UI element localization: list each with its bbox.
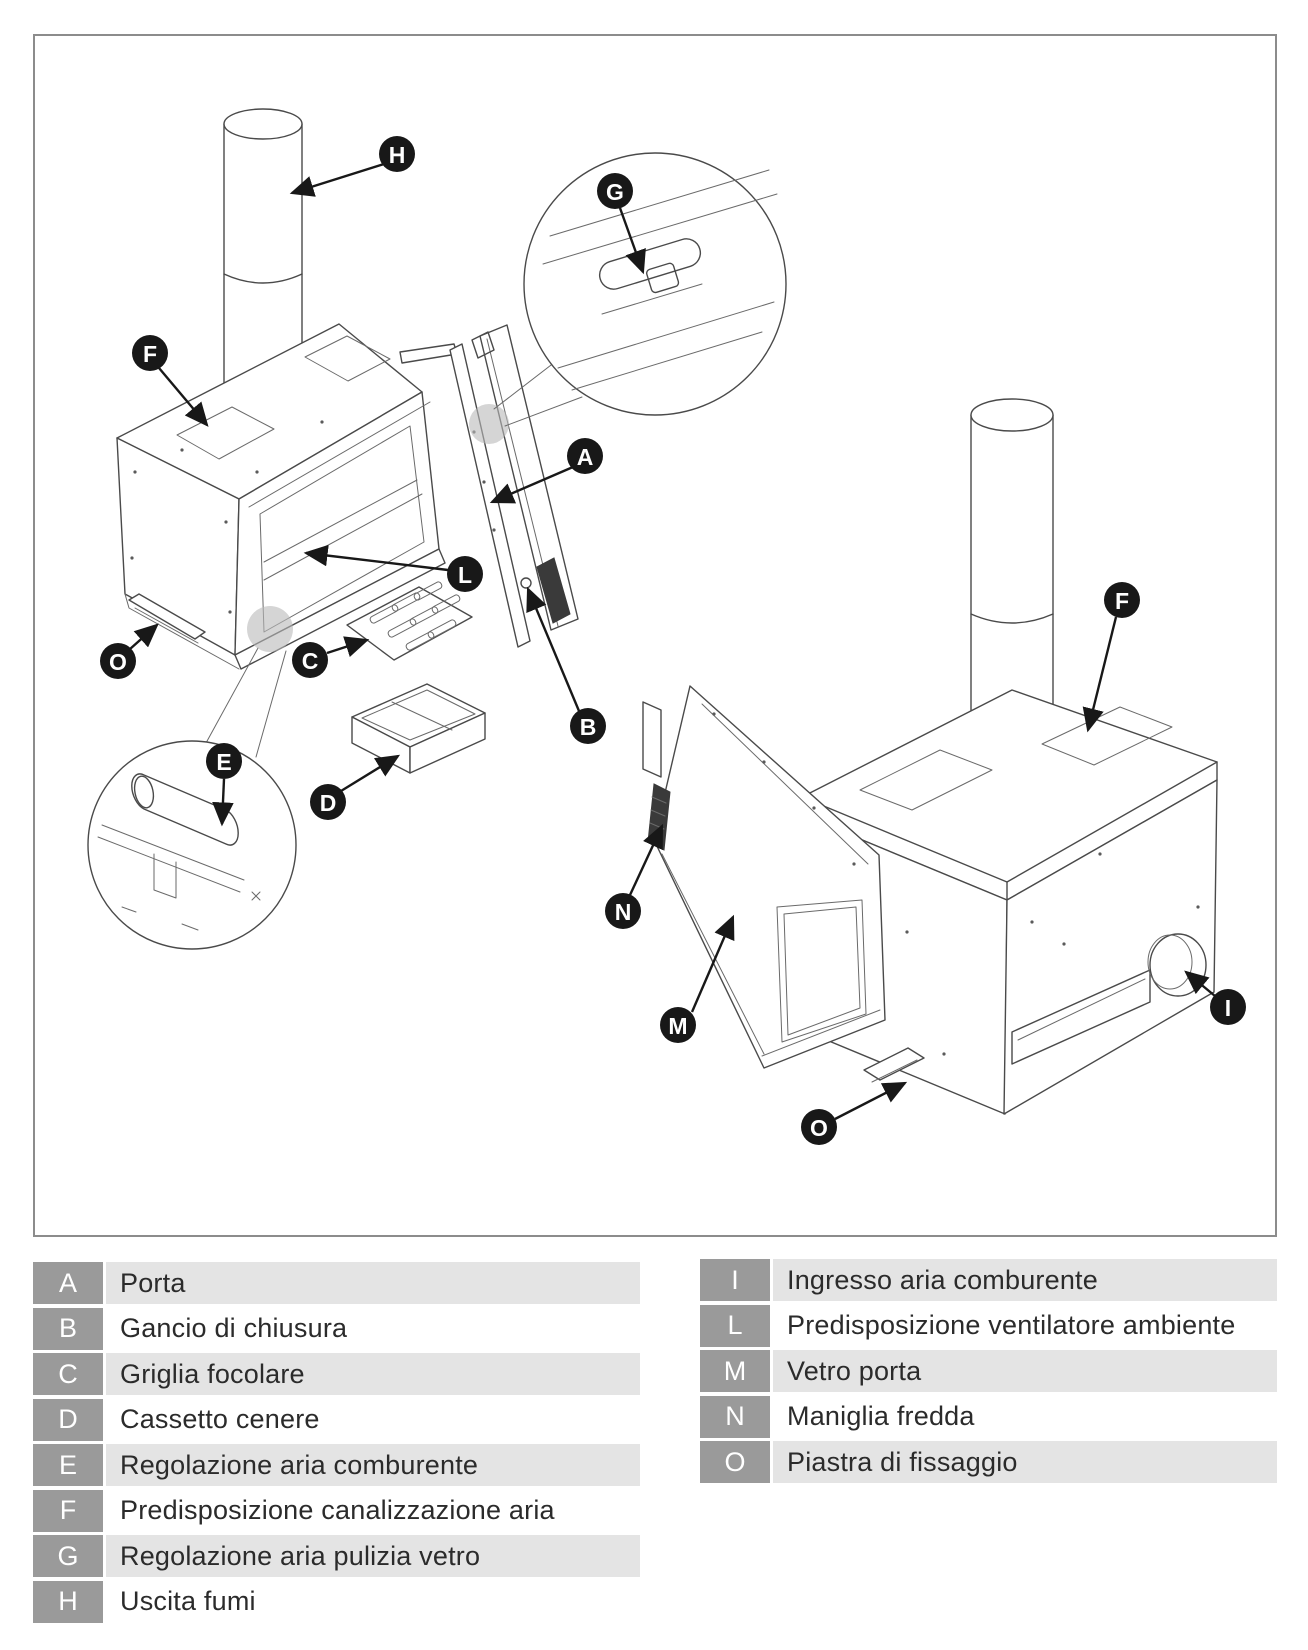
exploded-diagram: H G F A L O C [87,108,1246,1145]
legend-label: Predisposizione ventilatore ambiente [773,1304,1277,1347]
legend-row: H Uscita fumi [33,1580,640,1623]
legend-key: I [700,1259,770,1301]
legend-row: E Regolazione aria comburente [33,1444,640,1486]
open-door-right [642,685,886,1069]
callout-b: B [570,708,606,744]
legend-label: Predisposizione canalizzazione aria [106,1489,640,1532]
legend-label: Porta [106,1262,640,1304]
legend-label: Griglia focolare [106,1353,640,1395]
callout-c: C [292,642,328,678]
callout-letter: O [109,649,127,675]
callout-letter: A [577,444,594,470]
legend-key: E [33,1444,103,1486]
detail-highlight-g [469,404,509,444]
legend-key: F [33,1489,103,1532]
hearth-grate [346,581,473,661]
legend-key: O [700,1441,770,1483]
fixing-plate-left [128,593,206,644]
legend-key: G [33,1535,103,1577]
callout-letter: E [216,749,231,775]
callout-letter: G [606,179,624,205]
legend-row: D Cassetto cenere [33,1398,640,1441]
legend-label: Regolazione aria pulizia vetro [106,1535,640,1577]
right-view [642,398,1218,1115]
legend-row: C Griglia focolare [33,1353,640,1395]
callout-d: D [310,784,346,820]
callout-letter: B [580,714,597,740]
callout-letter: C [302,648,319,674]
callout-letter: D [320,790,337,816]
callout-e: E [206,743,242,779]
callout-l: L [447,556,483,592]
callout-i: I [1210,989,1246,1025]
callout-letter: M [668,1013,687,1039]
callout-n: N [605,893,641,929]
stove-body-right [799,689,1218,1115]
callout-f-left: F [132,335,168,371]
legend-label: Regolazione aria comburente [106,1444,640,1486]
legend-row: I Ingresso aria comburente [700,1259,1277,1301]
callout-g: G [597,173,633,209]
legend-row: G Regolazione aria pulizia vetro [33,1535,640,1577]
legend-row: B Gancio di chiusura [33,1307,640,1350]
legend-label: Piastra di fissaggio [773,1441,1277,1483]
legend-label: Vetro porta [773,1350,1277,1392]
legend-table-right: I Ingresso aria comburente L Predisposiz… [700,1259,1277,1487]
callout-letter: H [389,142,406,168]
left-view [87,108,787,950]
callout-o-left: O [100,643,136,679]
callout-letter: L [458,562,472,588]
diagram-frame: H G F A L O C [33,34,1277,1237]
detail-highlight-e [247,606,293,652]
legend-label: Gancio di chiusura [106,1307,640,1350]
callout-letter: F [143,341,157,367]
legend-label: Uscita fumi [106,1580,640,1623]
legend-key: H [33,1580,103,1623]
legend-key: N [700,1395,770,1438]
legend-key: D [33,1398,103,1441]
legend-row: L Predisposizione ventilatore ambiente [700,1304,1277,1347]
legend-row: F Predisposizione canalizzazione aria [33,1489,640,1532]
callout-f-right: F [1104,582,1140,618]
callout-o-right: O [801,1109,837,1145]
magnifier-air-regulation [87,647,297,950]
legend-label: Cassetto cenere [106,1398,640,1441]
callout-letter: N [615,899,632,925]
callout-letter: F [1115,588,1129,614]
callout-letter: I [1225,995,1231,1021]
callout-m: M [660,1007,696,1043]
legend-label: Maniglia fredda [773,1395,1277,1438]
ash-drawer [351,683,486,774]
callout-a: A [567,438,603,474]
callout-arrows [129,162,1216,1121]
legend-row: M Vetro porta [700,1350,1277,1392]
legend-row: O Piastra di fissaggio [700,1441,1277,1483]
legend-row: N Maniglia fredda [700,1395,1277,1438]
legend-label: Ingresso aria comburente [773,1259,1277,1301]
legend-key: M [700,1350,770,1392]
magnifier-glass-air [493,152,787,427]
callout-letter: O [810,1115,828,1141]
legend-table-left: A Porta B Gancio di chiusura C Griglia f… [33,1262,640,1626]
legend-key: C [33,1353,103,1395]
legend-row: A Porta [33,1262,640,1304]
legend-key: B [33,1307,103,1350]
callout-h: H [379,136,415,172]
callouts: H G F A L O C [100,136,1246,1145]
legend-key: A [33,1262,103,1304]
legend-key: L [700,1304,770,1347]
